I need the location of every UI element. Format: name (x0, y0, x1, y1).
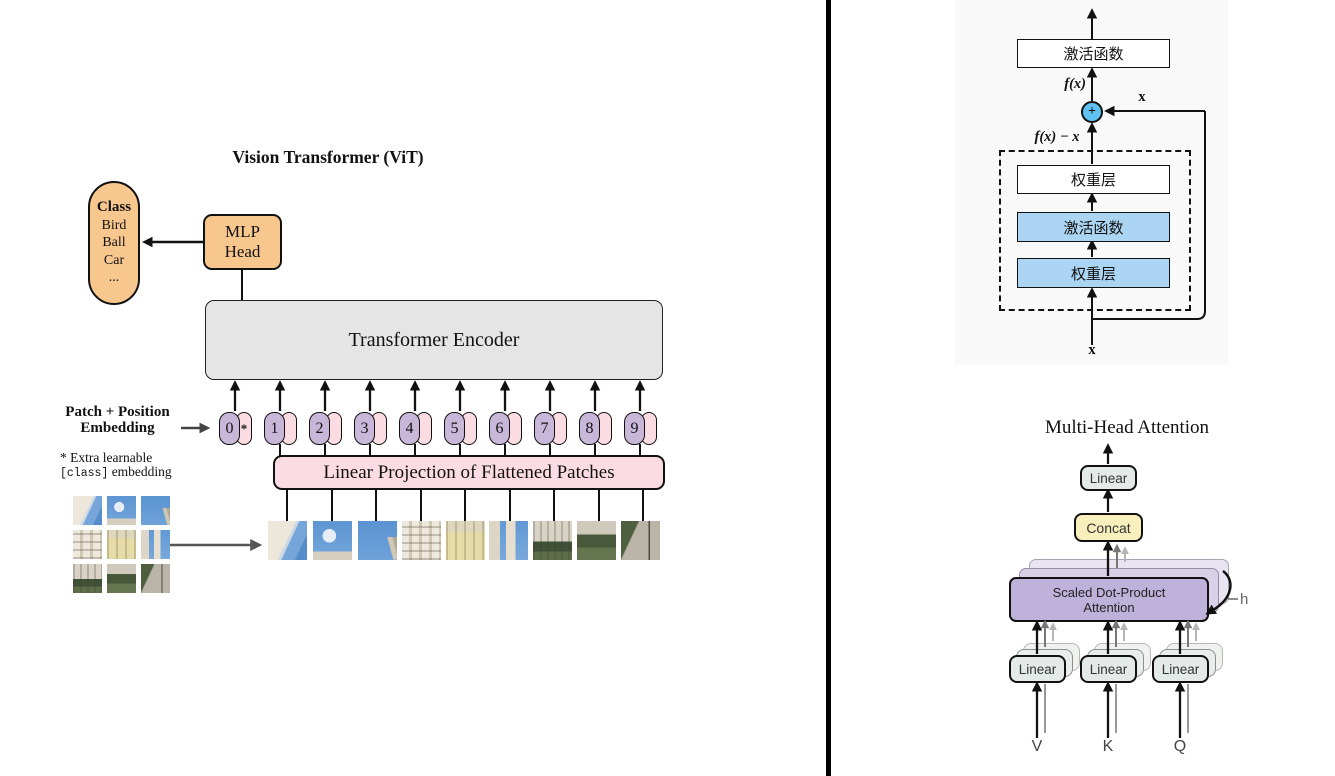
image-patch-sky-spire (358, 521, 397, 560)
patch-position-embedding-label: Patch + Position Embedding (65, 404, 170, 436)
input-x-label: x (1088, 342, 1096, 358)
linear-box-k: Linear (1080, 655, 1137, 683)
image-patch-building-hedge (533, 521, 572, 560)
token-embedding-9: 9 (624, 412, 657, 445)
grid-patch-path-green (141, 564, 170, 593)
residual-activation-inner: 激活函数 (1017, 212, 1170, 242)
grid-patch-facade-yellow (107, 530, 136, 559)
token-embedding-0: 0* (219, 412, 252, 445)
image-patch-path-green (621, 521, 660, 560)
linear-box-v: Linear (1009, 655, 1066, 683)
linear-projection-box: Linear Projection of Flattened Patches (273, 455, 665, 490)
token-index: 8 (579, 412, 600, 445)
token-embedding-8: 8 (579, 412, 612, 445)
class-heading: Class (96, 199, 132, 216)
grid-patch-sky-spire (141, 496, 170, 525)
token-embedding-7: 7 (534, 412, 567, 445)
class-item-ellipsis: ... (108, 270, 120, 286)
mha-output-linear-box: Linear (1080, 465, 1137, 491)
token-embedding-6: 6 (489, 412, 522, 445)
token-embedding-3: 3 (354, 412, 387, 445)
token-index: 4 (399, 412, 420, 445)
image-patch-sky-tower (313, 521, 352, 560)
token-index: 0 (219, 412, 240, 445)
class-item-bird: Bird (101, 217, 127, 233)
token-index: 9 (624, 412, 645, 445)
image-patch-hedge-green (577, 521, 616, 560)
class-output-capsule: Class Bird Ball Car ... (88, 181, 140, 305)
grid-patch-building-hedge (73, 564, 102, 593)
token-index: 6 (489, 412, 510, 445)
residual-add-node: + (1081, 101, 1103, 123)
token-index: 1 (264, 412, 285, 445)
residual-activation-top-box: 激活函数 (1017, 39, 1170, 68)
fx-minus-x-label: f(x) − x (1034, 129, 1080, 145)
input-label-v: V (1031, 738, 1043, 755)
input-label-k: K (1102, 738, 1114, 755)
token-embedding-1: 1 (264, 412, 297, 445)
token-embedding-2: 2 (309, 412, 342, 445)
vit-title: Vision Transformer (ViT) (232, 147, 424, 167)
class-item-ball: Ball (102, 235, 126, 251)
skip-x-label: x (1138, 89, 1146, 105)
input-label-q: Q (1173, 738, 1187, 755)
transformer-encoder-box: Transformer Encoder (205, 300, 663, 380)
vertical-divider (826, 0, 831, 776)
image-patch-tower-sky (489, 521, 528, 560)
class-embedding-footnote: * Extra learnable [class] embedding (60, 450, 172, 481)
grid-patch-dome-sky (73, 496, 102, 525)
token-index: 5 (444, 412, 465, 445)
grid-patch-sky-tower (107, 496, 136, 525)
image-patch-facade-yellow (446, 521, 485, 560)
token-index: 2 (309, 412, 330, 445)
image-patch-dome-sky (268, 521, 307, 560)
mlp-head-box: MLP Head (203, 214, 282, 270)
grid-patch-tower-sky (141, 530, 170, 559)
token-index: 7 (534, 412, 555, 445)
image-patch-facade-white (402, 521, 441, 560)
fx-label: f(x) (1064, 76, 1086, 92)
token-embedding-4: 4 (399, 412, 432, 445)
head-count-label: h (1240, 591, 1249, 608)
mha-title: Multi-Head Attention (1044, 417, 1210, 438)
residual-weight-layer-2: 权重层 (1017, 258, 1170, 288)
class-token-code: [class] (60, 467, 109, 480)
scaled-dot-product-attention-box: Scaled Dot-Product Attention (1009, 577, 1209, 622)
mha-concat-box: Concat (1074, 513, 1143, 542)
grid-patch-facade-white (73, 530, 102, 559)
residual-weight-layer-1: 权重层 (1017, 165, 1170, 194)
token-index: 3 (354, 412, 375, 445)
grid-patch-hedge-green (107, 564, 136, 593)
token-embedding-5: 5 (444, 412, 477, 445)
linear-box-q: Linear (1152, 655, 1209, 683)
class-item-car: Car (103, 252, 125, 268)
